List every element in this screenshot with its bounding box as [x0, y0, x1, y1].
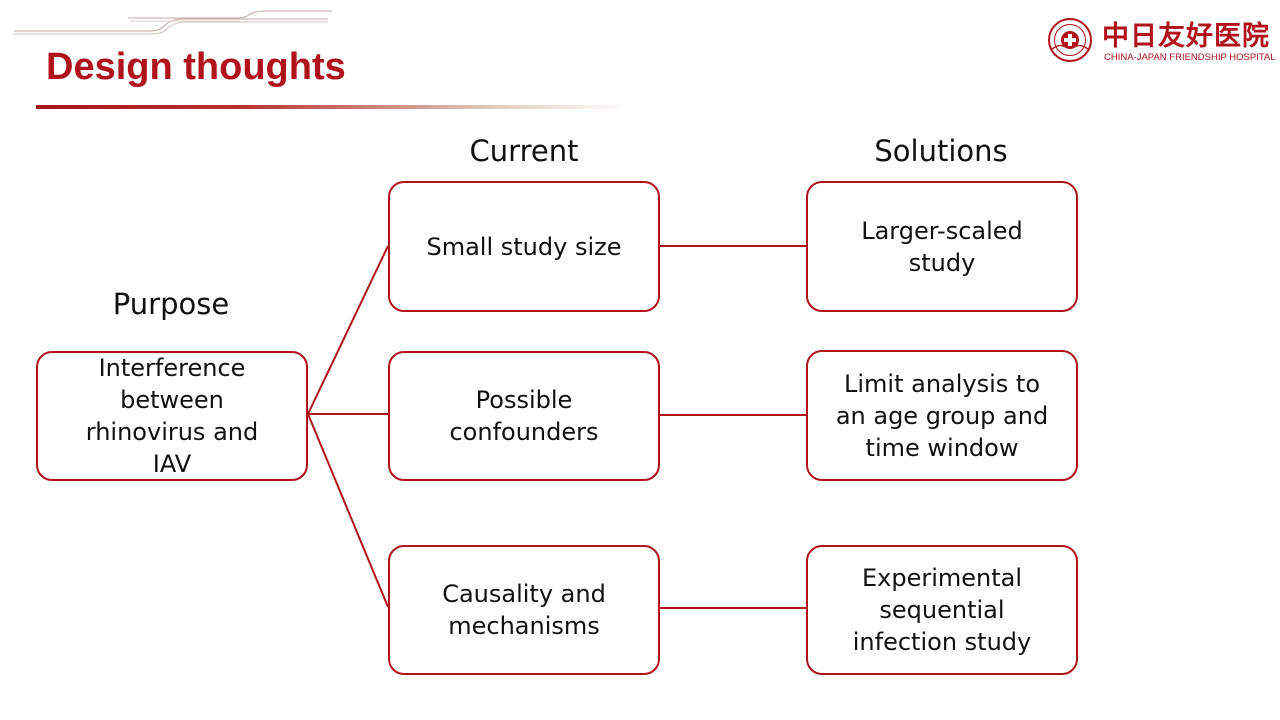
logo-chinese-name: 中日友好医院 [1102, 21, 1270, 52]
column-header-solutions: Solutions [874, 134, 1008, 168]
column-header-purpose: Purpose [112, 287, 230, 321]
header-ornament [14, 10, 332, 35]
column-header-current: Current [469, 134, 579, 168]
hospital-logo: 中日友好医院 CHINA-JAPAN FRIENDSHIP HOSPITAL [1046, 16, 1276, 68]
solution-box-text: Limit analysis to an age group and time … [835, 369, 1049, 462]
issue-box-study-size: Small study size [388, 181, 660, 312]
solution-box-text: Experimental sequential infection study [852, 564, 1032, 656]
purpose-box: Interference between rhinovirus and IAV [36, 351, 308, 481]
solution-box-larger-study: Larger-scaled study [806, 181, 1078, 312]
solution-box-limit-analysis: Limit analysis to an age group and time … [806, 350, 1078, 481]
solution-box-experimental-study: Experimental sequential infection study [806, 545, 1078, 675]
solution-box-text: Larger-scaled study [861, 216, 1023, 277]
slide-title: Design thoughts [46, 46, 346, 88]
issue-box-confounders: Possible confounders [388, 351, 660, 481]
issue-box-text: Possible confounders [449, 386, 599, 446]
connector-purpose-issue-3 [307, 413, 389, 608]
issue-box-text: Causality and mechanisms [442, 580, 606, 640]
issue-box-causality: Causality and mechanisms [388, 545, 660, 675]
logo-english-name: CHINA-JAPAN FRIENDSHIP HOSPITAL [1104, 52, 1276, 63]
connector-purpose-issue-1 [307, 245, 389, 415]
title-underline [36, 105, 626, 109]
issue-box-text: Small study size [426, 232, 622, 261]
purpose-box-text: Interference between rhinovirus and IAV [85, 354, 259, 478]
hospital-emblem-icon [1048, 18, 1092, 62]
